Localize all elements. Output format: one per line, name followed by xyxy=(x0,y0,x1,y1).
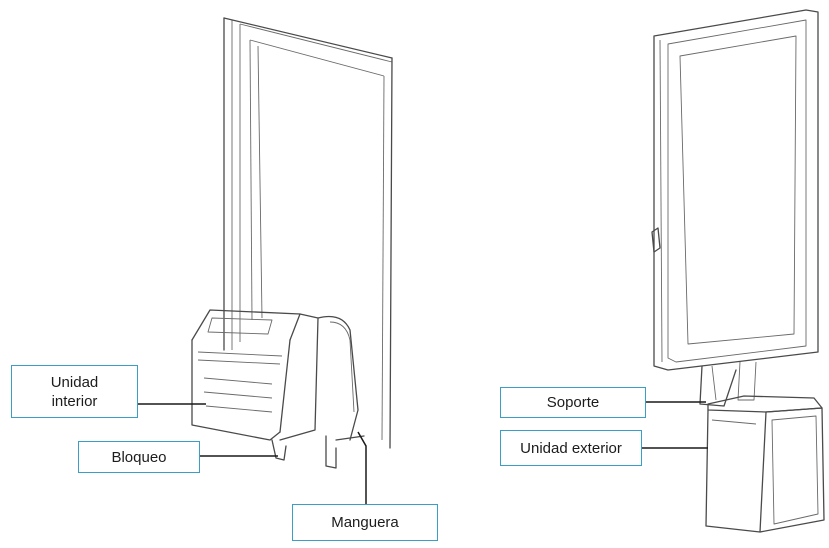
callout-unidad-exterior-label: Unidad exterior xyxy=(520,439,622,457)
leader-manguera xyxy=(357,431,367,504)
callout-soporte-label: Soporte xyxy=(546,394,600,411)
callout-manguera: Manguera xyxy=(292,504,438,541)
callout-unidad-interior-line2: interior xyxy=(51,392,98,410)
callout-unidad-interior: Unidad interior xyxy=(11,365,138,418)
callout-soporte: Soporte xyxy=(500,387,646,418)
callout-manguera-label: Manguera xyxy=(331,514,399,531)
indoor-unit-drawing xyxy=(191,309,365,469)
callout-unidad-interior-line1: Unidad xyxy=(50,373,99,391)
outdoor-panel-drawing xyxy=(651,9,825,533)
callout-unidad-exterior: Unidad exterior xyxy=(500,430,642,466)
callout-bloqueo-label: Bloqueo xyxy=(111,448,167,466)
window-panel-left xyxy=(223,17,393,449)
callout-bloqueo: Bloqueo xyxy=(78,441,200,473)
